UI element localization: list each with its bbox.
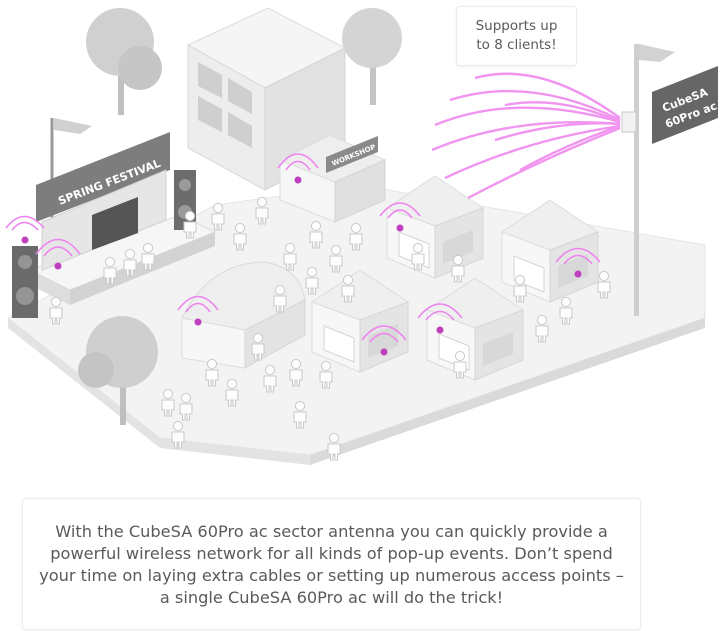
callout-line: to 8 clients! bbox=[476, 37, 557, 53]
antenna-broadcast bbox=[431, 72, 621, 200]
client-device-icon bbox=[21, 176, 582, 356]
festival-stage: SPRING FESTIVAL bbox=[12, 118, 217, 318]
callout-line: Supports up bbox=[475, 18, 558, 34]
description-line: a single CubeSA 60Pro ac will do the tri… bbox=[159, 588, 504, 607]
signal-waves bbox=[5, 153, 601, 343]
clients-callout: Supports up to 8 clients! bbox=[456, 6, 577, 66]
office-building bbox=[186, 7, 347, 191]
tree-icon bbox=[342, 8, 402, 105]
tree-icon bbox=[78, 316, 158, 425]
tree-icon bbox=[86, 8, 162, 115]
workshop-tent: WORKSHOP bbox=[278, 134, 387, 223]
description-line: With the CubeSA 60Pro ac sector antenna … bbox=[55, 522, 608, 541]
vendor-tent bbox=[181, 261, 306, 369]
description-box: With the CubeSA 60Pro ac sector antenna … bbox=[22, 498, 641, 630]
description-line: your time on laying extra cables or sett… bbox=[39, 566, 624, 585]
antenna-pole: CubeSA 60Pro ac bbox=[621, 44, 719, 316]
description-line: powerful wireless network for all kinds … bbox=[50, 544, 613, 563]
